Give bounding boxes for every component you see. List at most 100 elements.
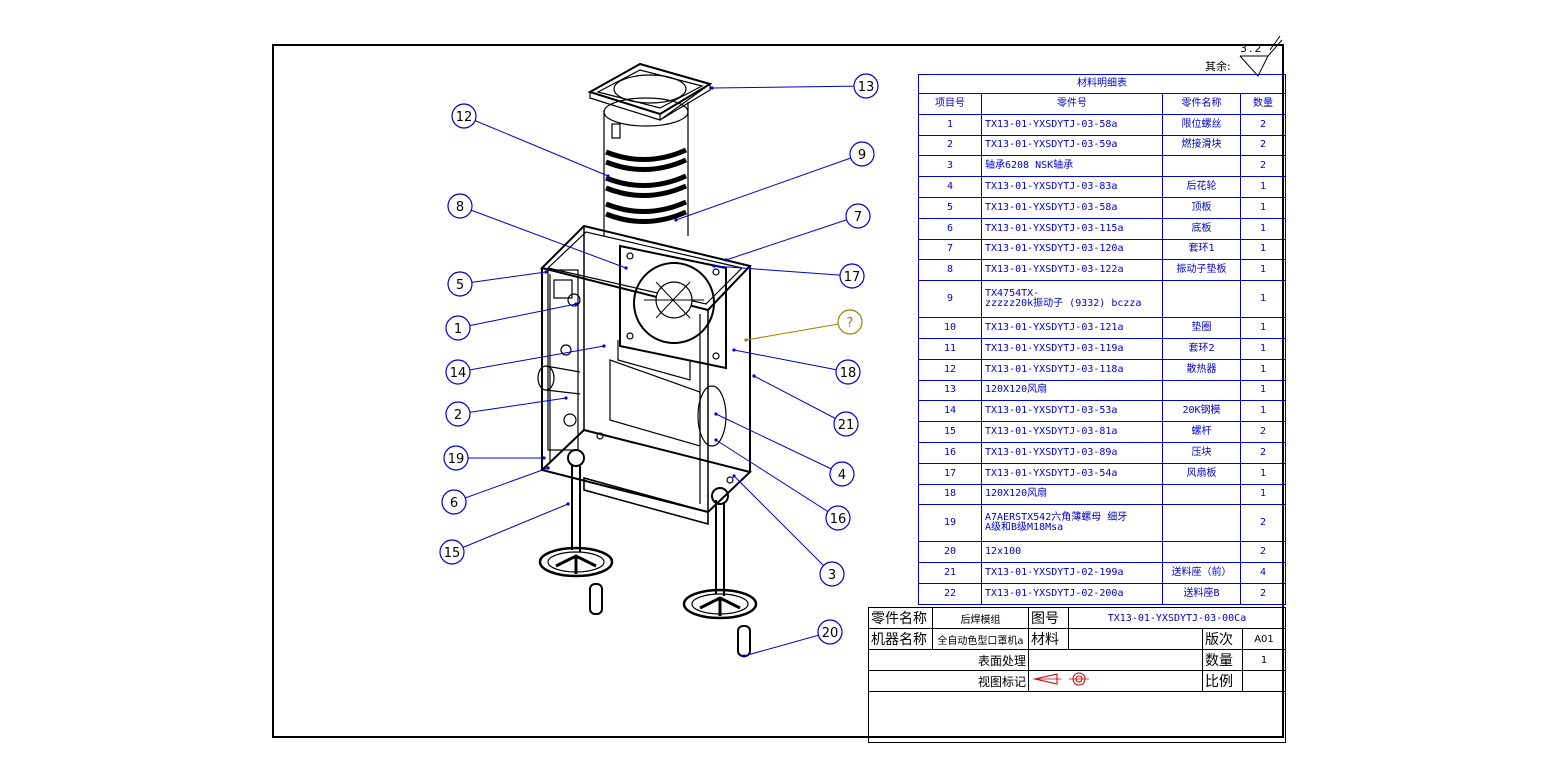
bom-part-name: 垫圈 <box>1162 317 1241 339</box>
balloon-label: 13 <box>858 80 875 95</box>
leader-arrow <box>624 266 628 270</box>
balloon-label: 2 <box>454 408 462 423</box>
balloon-leader <box>743 631 831 657</box>
leader-arrow <box>732 348 736 352</box>
balloon-circle <box>445 359 471 385</box>
bom-qty: 2 <box>1240 441 1286 464</box>
bom-header-qty: 数量 <box>1240 93 1286 115</box>
bom-qty: 1 <box>1240 358 1286 381</box>
bom-item-no: 11 <box>918 337 982 360</box>
leader-arrow <box>742 654 746 658</box>
roughness-symbol <box>1239 39 1283 77</box>
balloon-leader <box>453 467 549 503</box>
balloon-circle <box>445 401 471 427</box>
scale-value <box>1242 670 1286 692</box>
balloon-circle <box>447 271 473 297</box>
leader-arrow <box>542 456 546 460</box>
balloon-leader <box>457 397 567 415</box>
bom-qty: 1 <box>1240 462 1286 485</box>
surface-treatment-label: 表面处理 <box>868 649 1029 671</box>
balloon-leader <box>733 475 833 575</box>
bom-qty: 1 <box>1240 337 1286 360</box>
bom-part-no: TX13-01-YXSDYTJ-03-58a <box>981 113 1163 136</box>
bom-part-no: TX13-01-YXSDYTJ-03-120a <box>981 238 1163 261</box>
balloon-label: ? <box>847 316 854 331</box>
assembly-body <box>537 62 758 657</box>
balloon-circle <box>839 263 865 289</box>
bom-qty: 1 <box>1240 217 1286 240</box>
bom-qty: 1 <box>1240 483 1286 506</box>
leader-arrow <box>606 174 610 178</box>
machine-name-label: 机器名称 <box>868 628 933 650</box>
bom-item-no: 2 <box>918 134 982 157</box>
bom-item-no: 13 <box>918 379 982 402</box>
scale-label: 比例 <box>1202 670 1243 692</box>
bom-part-no: TX13-01-YXSDYTJ-03-83a <box>981 176 1163 198</box>
material-label: 材料 <box>1028 628 1069 650</box>
bom-part-no: TX13-01-YXSDYTJ-03-122a <box>981 259 1163 282</box>
balloon-circle <box>439 539 465 565</box>
drawing-no-label: 图号 <box>1028 607 1069 629</box>
bom-part-name: 振动子垫板 <box>1162 259 1241 282</box>
projection-symbol <box>1028 670 1203 692</box>
bom-part-no: TX13-01-YXSDYTJ-03-59a <box>981 134 1163 157</box>
surface-treatment-value <box>1028 649 1203 671</box>
balloon-leader <box>713 265 853 277</box>
bom-part-no: TX13-01-YXSDYTJ-03-115a <box>981 217 1163 240</box>
material-value <box>1068 628 1203 650</box>
bom-item-no: 4 <box>918 176 982 198</box>
title-block-footer <box>868 691 1286 743</box>
balloon-label: 17 <box>844 270 861 285</box>
bom-qty: 1 <box>1240 259 1286 282</box>
bom-part-no: TX13-01-YXSDYTJ-02-200a <box>981 582 1163 605</box>
bom-part-name: 后花轮 <box>1162 176 1241 198</box>
balloon-circle <box>825 505 851 531</box>
balloon-circle <box>853 73 879 99</box>
bom-qty: 1 <box>1240 280 1286 319</box>
drawing-no-value: TX13-01-YXSDYTJ-03-00Ca <box>1068 607 1286 629</box>
balloon-circle <box>451 103 477 129</box>
bom-item-no: 5 <box>918 196 982 219</box>
balloon-label: 18 <box>840 366 857 381</box>
leader-arrow <box>674 218 678 222</box>
balloon-circle <box>849 141 875 167</box>
leader-arrow <box>602 344 606 348</box>
bom-item-no: 20 <box>918 541 982 564</box>
title-block: 零件名称 后焊模组 图号 TX13-01-YXSDYTJ-03-00Ca 机器名… <box>868 607 1286 743</box>
bom-part-no: 12x100 <box>981 541 1163 564</box>
balloon-leader <box>457 303 577 329</box>
bom-part-name: 螺杆 <box>1162 421 1241 443</box>
balloon-leader <box>733 349 849 373</box>
bom-item-no: 16 <box>918 441 982 464</box>
surface-roughness-value: 3.2 <box>1240 42 1264 55</box>
surface-roughness-label: 其余: <box>1205 60 1231 73</box>
bom-qty: 2 <box>1240 113 1286 136</box>
balloon-circle <box>845 203 871 229</box>
bom-item-no: 17 <box>918 462 982 485</box>
bom-part-no: TX13-01-YXSDYTJ-03-118a <box>981 358 1163 381</box>
bom-qty: 4 <box>1240 562 1286 584</box>
balloon-circle <box>819 561 845 587</box>
bom-part-no: TX4754TX- zzzzz20k振动子 (9332) bczza <box>981 280 1163 319</box>
balloon-label: 4 <box>838 468 846 483</box>
leader-arrow <box>714 412 718 416</box>
bom-part-no: 120X120风扇 <box>981 379 1163 402</box>
bom-item-no: 3 <box>918 155 982 178</box>
bom-part-name <box>1162 504 1241 543</box>
bom-item-no: 19 <box>918 504 982 543</box>
bom-qty: 1 <box>1240 400 1286 423</box>
bom-qty: 1 <box>1240 196 1286 219</box>
bom-part-name: 送料座（前） <box>1162 562 1241 584</box>
balloon-label: 12 <box>456 110 473 125</box>
view-mark-label: 视图标记 <box>868 670 1029 692</box>
